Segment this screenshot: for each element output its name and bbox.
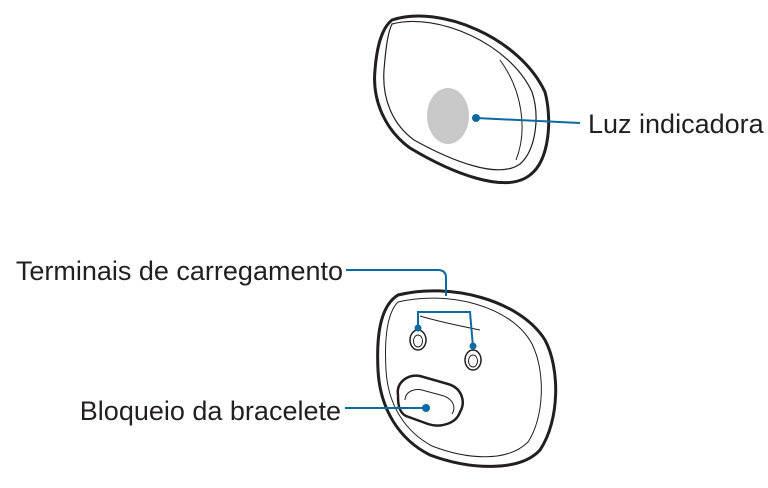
device-back-face-edge	[385, 297, 542, 458]
label-strap-lock: Bloqueio da bracelete	[79, 396, 341, 426]
device-back-ridge	[419, 315, 481, 331]
charging-terminal-right	[464, 349, 482, 371]
label-charging-terminals: Terminais de carregamento	[15, 256, 343, 286]
device-front-bevel	[499, 59, 523, 161]
callout-charging-terminals	[346, 269, 477, 350]
device-front-view	[373, 14, 551, 185]
device-front-face-edge	[383, 20, 537, 171]
device-back-view	[376, 289, 558, 468]
label-indicator-light: Luz indicadora	[588, 109, 764, 139]
indicator-light	[427, 88, 469, 144]
charging-terminal-left	[409, 329, 427, 351]
callout-strap-lock	[345, 404, 430, 412]
strap-lock	[396, 374, 464, 427]
callout-indicator-light	[472, 114, 581, 124]
